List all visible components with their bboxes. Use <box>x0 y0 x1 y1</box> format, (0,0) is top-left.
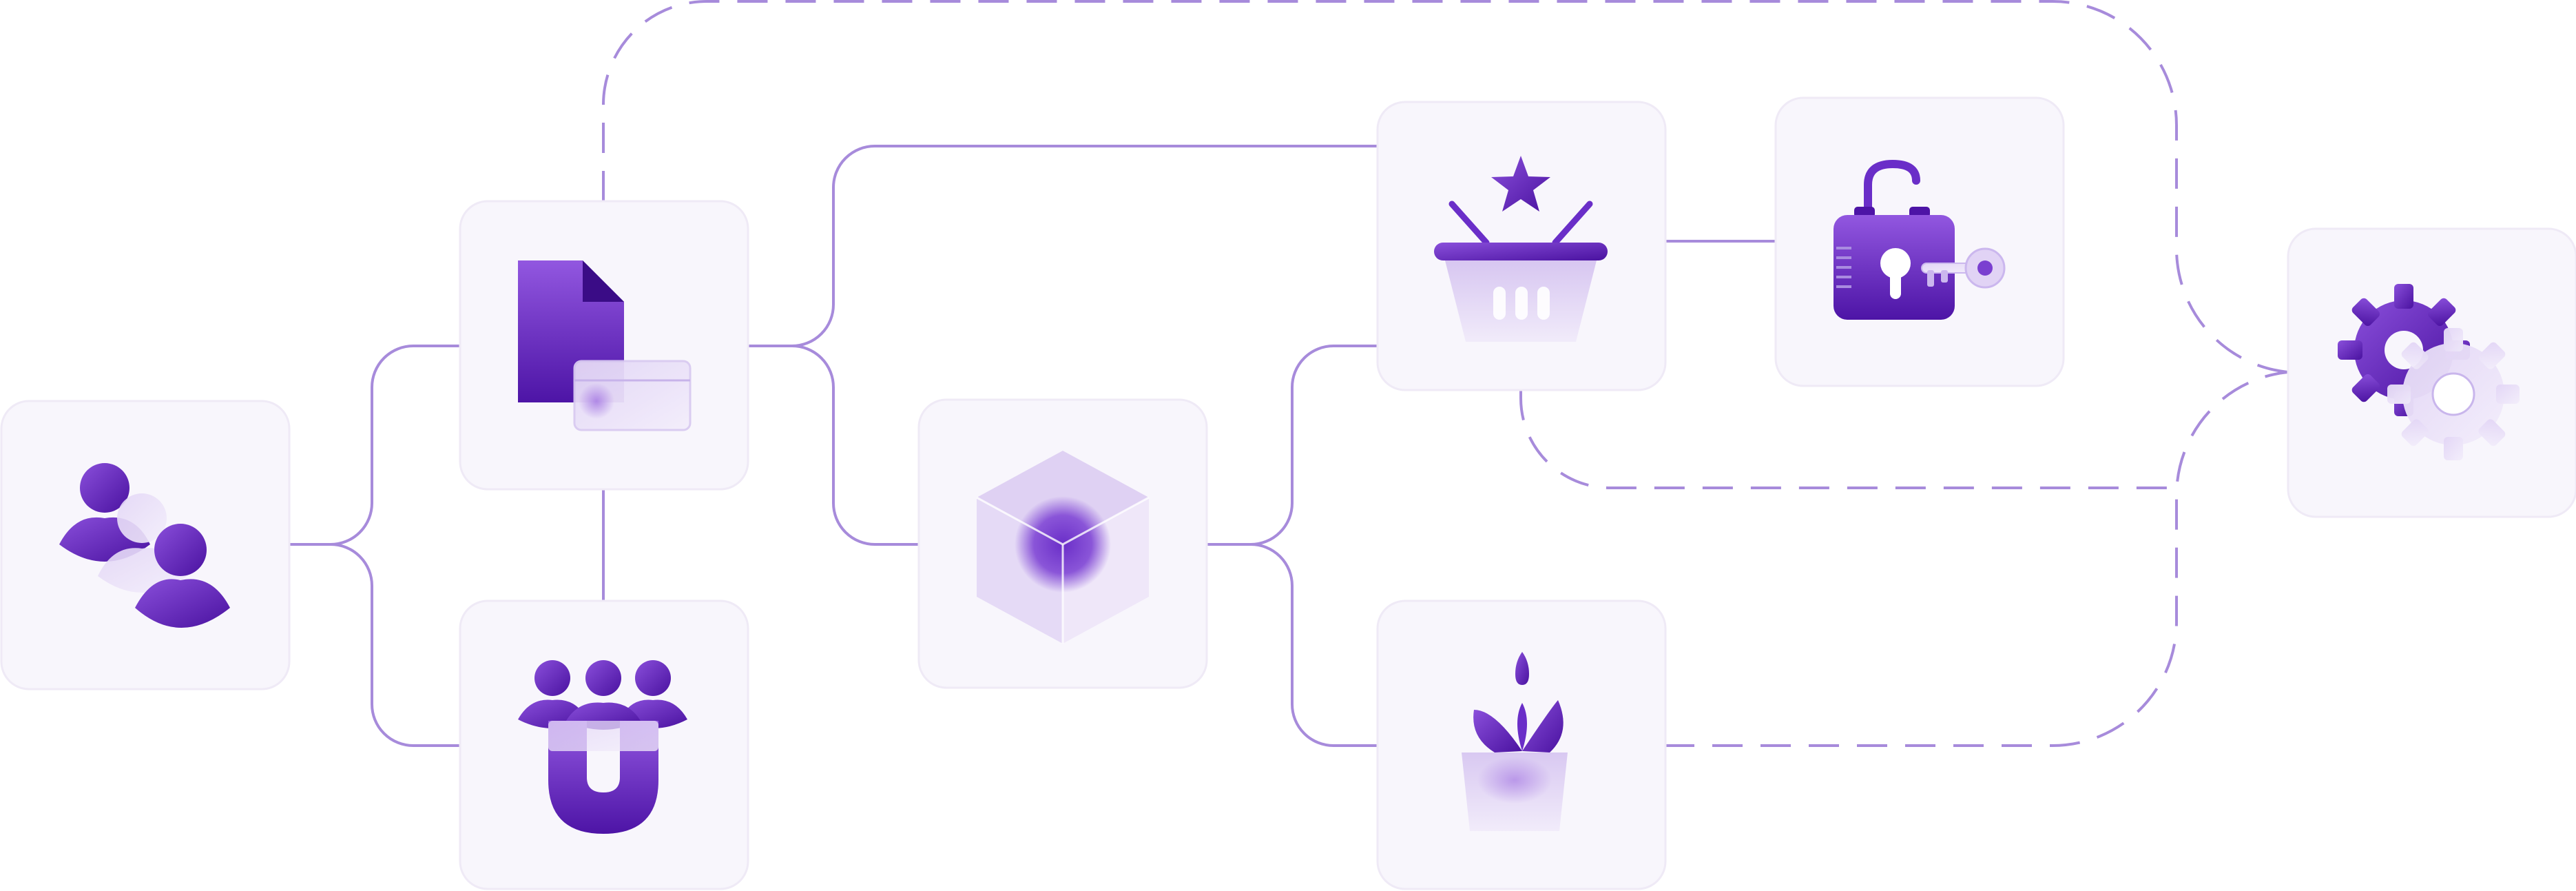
edge-users-documents <box>289 345 460 546</box>
node-basket[interactable] <box>1376 101 1667 391</box>
edge-documents-basket <box>748 145 1378 347</box>
team-magnet-icon <box>518 660 687 834</box>
node-lock[interactable] <box>1774 96 2065 387</box>
users-icon <box>59 463 230 628</box>
document-card-icon <box>518 260 692 431</box>
edge-cube-basket <box>1207 345 1378 546</box>
node-settings[interactable] <box>2287 227 2576 518</box>
edge-basket-settings <box>1519 390 2177 489</box>
edge-plant-settings <box>1664 371 2289 747</box>
node-cube[interactable] <box>917 398 1208 689</box>
basket-star-icon <box>1434 156 1608 342</box>
node-plant[interactable] <box>1376 600 1667 890</box>
edge-documents-cube <box>791 345 919 546</box>
node-team-magnet[interactable] <box>459 600 749 890</box>
plant-pot-icon <box>1462 652 1568 831</box>
lock-key-icon <box>1834 159 2006 320</box>
node-documents[interactable] <box>459 200 749 491</box>
connectors <box>289 0 2289 747</box>
node-users[interactable] <box>0 400 291 690</box>
gears-icon <box>2338 284 2520 460</box>
edge-cube-plant <box>1250 543 1378 747</box>
cube-icon <box>976 451 1150 644</box>
edge-documents-settings <box>602 0 2289 373</box>
edge-users-team-magnet <box>330 543 460 747</box>
